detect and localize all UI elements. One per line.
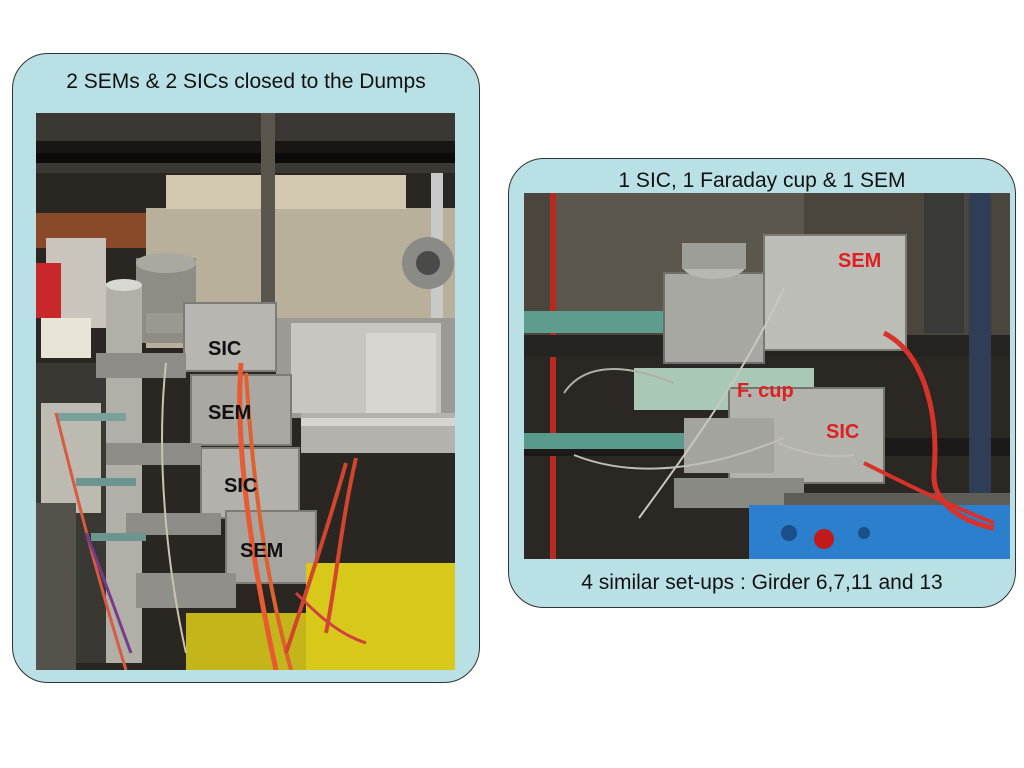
right-panel-caption-top: 1 SIC, 1 Faraday cup & 1 SEM [618, 169, 906, 192]
right-panel-caption-bottom: 4 similar set-ups : Girder 6,7,11 and 13 [581, 571, 943, 594]
right-sem-label: SEM [838, 250, 882, 272]
right-setup-photo [524, 193, 1010, 559]
left-sic-label-upper: SIC [208, 338, 242, 360]
left-sem-label-upper: SEM [208, 402, 252, 424]
right-sic-label: SIC [826, 421, 860, 443]
left-sic-label-lower: SIC [224, 475, 258, 497]
left-sem-label-lower: SEM [240, 540, 284, 562]
left-setup-photo [36, 113, 455, 670]
left-panel-caption: 2 SEMs & 2 SICs closed to the Dumps [66, 70, 426, 93]
right-faraday-cup-label: F. cup [737, 380, 794, 402]
